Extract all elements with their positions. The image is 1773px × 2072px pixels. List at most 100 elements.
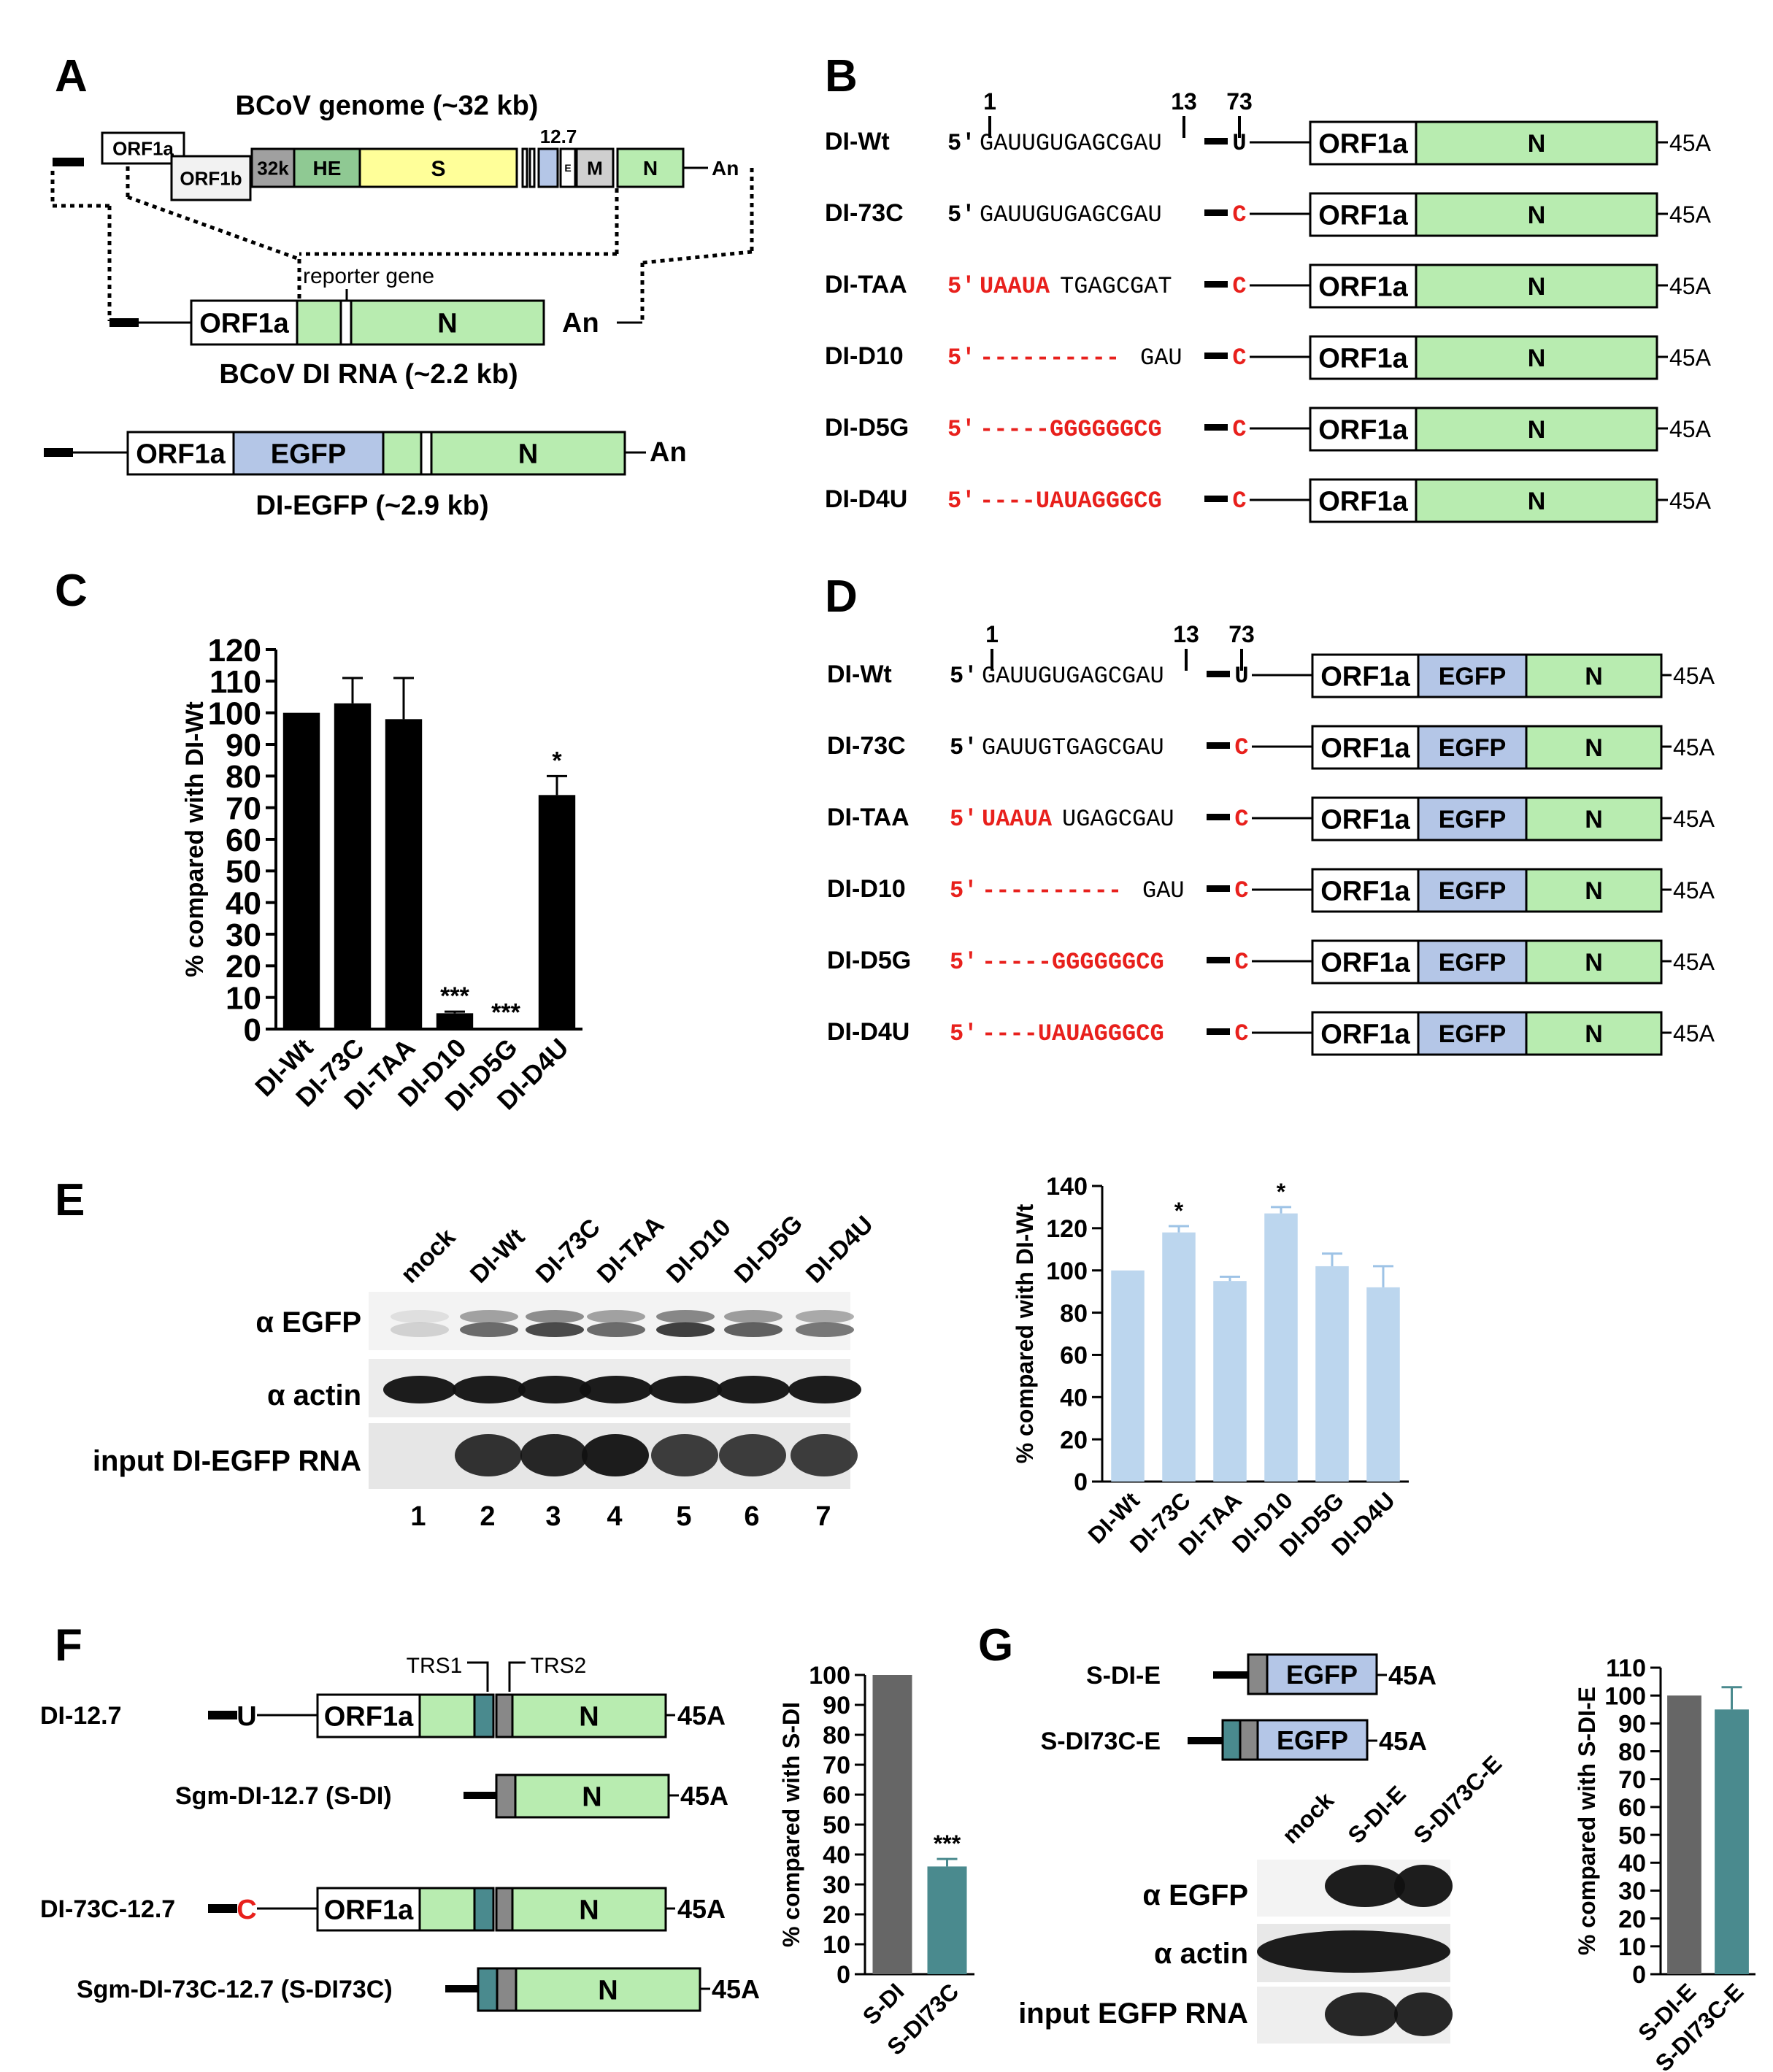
- panel-letter-c: C: [55, 566, 88, 616]
- panel-d-row-45a-0: 45A: [1673, 663, 1715, 689]
- chart-g-ytick-label-60: 60: [1618, 1794, 1646, 1822]
- panel-b-row-n73-5: C: [1232, 488, 1246, 515]
- panel-d-row-orf1a-4-label: ORF1a: [1320, 948, 1410, 979]
- blot-e-actin-band-5: [717, 1376, 790, 1403]
- di-rna-an: An: [562, 308, 599, 339]
- chart-c-ylabel: % compared with DI-Wt: [181, 701, 209, 977]
- f-row-name-2: DI-73C-12.7: [40, 1895, 175, 1923]
- f-row-n-3-box: [515, 1967, 701, 2012]
- panel-b-pos-13: 13: [1171, 88, 1197, 115]
- panel-b-pos-73: 73: [1226, 88, 1253, 115]
- panel-d-row-orf1a-3-box: [1311, 868, 1420, 913]
- di-egfp-n-label: N: [518, 439, 538, 470]
- blot-e-actin-band-2: [518, 1376, 591, 1403]
- panel-b-row-orf1a-4-box: [1309, 407, 1418, 452]
- chart-e-ytick-label-80: 80: [1060, 1300, 1088, 1328]
- f-row-name-3: Sgm-DI-73C-12.7 (S-DI73C): [77, 1976, 393, 2003]
- panel-d-pos-1: 1: [985, 621, 999, 647]
- chart-f-ytick-label-0: 0: [836, 1961, 850, 1989]
- chart-c-ytick-label-20: 20: [226, 949, 261, 985]
- panel-letter-f: F: [55, 1620, 82, 1671]
- f-row-lead-0: U: [236, 1701, 256, 1732]
- blot-e-row-2: input DI-EGFP RNA: [93, 1445, 361, 1477]
- di-egfp-tick: [420, 431, 433, 476]
- panel-d-row-n-2-label: N: [1585, 806, 1603, 833]
- chart-e-ylabel: % compared with DI-Wt: [1012, 1203, 1038, 1463]
- f-row-n-3-label: N: [598, 1976, 618, 2006]
- genome-title: BCoV genome (~32 kb): [236, 90, 539, 121]
- panel-letter-a: A: [55, 51, 88, 101]
- panel-d-row-red-3: ----------: [982, 877, 1122, 904]
- chart-g-ytick-label-100: 100: [1604, 1682, 1646, 1710]
- g-lane-1: S-DI-E: [1342, 1781, 1410, 1849]
- blot-e-row-1: α actin: [267, 1379, 361, 1411]
- panel-d-row-45a-2: 45A: [1673, 806, 1715, 832]
- f-row-name-0: DI-12.7: [40, 1702, 122, 1730]
- panel-b-row-n-1-label: N: [1528, 201, 1546, 229]
- panel-b-row-name-4: DI-D5G: [825, 414, 909, 442]
- blot-e-row-0: α EGFP: [255, 1306, 361, 1339]
- chart-c-ytick-label-110: 110: [209, 664, 261, 700]
- f-row-trs2-1: [495, 1773, 517, 1819]
- f-row-lead-2: C: [236, 1895, 256, 1925]
- panel-b-row-name-1: DI-73C: [825, 199, 904, 227]
- blot-e-egfp-band-upper-0: [391, 1310, 449, 1323]
- panel-b-row-red-2: UAAUA: [980, 273, 1050, 300]
- chart-f-bar-0: [872, 1675, 912, 1974]
- di-rna-green: [296, 299, 342, 346]
- panel-b-row-n-0-box: [1415, 120, 1658, 166]
- blot-e-rna-band-5: [719, 1434, 786, 1476]
- f-row-orf1a-2-box: [316, 1887, 421, 1932]
- gene-he-label: HE: [313, 157, 342, 180]
- panel-b-row-n73-3: C: [1232, 344, 1246, 371]
- blot-e-lane-1: DI-Wt: [465, 1223, 531, 1289]
- panel-b-row-n-5-label: N: [1528, 488, 1546, 515]
- panel-b-row-45a-1: 45A: [1669, 201, 1712, 228]
- g-blot-row-0: α EGFP: [1142, 1879, 1248, 1911]
- panel-b-row-name-0: DI-Wt: [825, 128, 890, 155]
- panel-d-row-prefix-3: 5′: [950, 877, 977, 904]
- panel-b-row-n-0-label: N: [1528, 130, 1546, 158]
- panel-d-row-egfp-1-box: [1417, 725, 1528, 770]
- panel-b-row-orf1a-3-label: ORF1a: [1318, 344, 1408, 374]
- panel-b-row-name-2: DI-TAA: [825, 271, 907, 299]
- panel-d-row-n73-3: C: [1234, 877, 1248, 904]
- gene-s-label: S: [431, 157, 445, 181]
- panel-b-row-orf1a-1-label: ORF1a: [1318, 201, 1408, 231]
- chart-e-bar-4: [1315, 1266, 1349, 1482]
- f-row-trs2-0: [495, 1693, 514, 1738]
- g-row-egfp-0-box: [1266, 1653, 1378, 1695]
- chart-g-ytick-label-70: 70: [1618, 1766, 1646, 1794]
- panel-b-row-gap-1: [1204, 209, 1228, 216]
- gene-e-box: [559, 147, 577, 188]
- blot-e-lane-5: DI-D5G: [729, 1209, 808, 1288]
- panel-b-row-orf1a-1-box: [1309, 192, 1418, 237]
- gene-m-box: [575, 147, 615, 188]
- di-rna-title: BCoV DI RNA (~2.2 kb): [219, 359, 518, 390]
- di-rna-n-box: [350, 299, 545, 346]
- di-egfp-title: DI-EGFP (~2.9 kb): [255, 490, 488, 521]
- panel-d-row-n73-5: C: [1234, 1020, 1248, 1047]
- gene-orf1b-box: [170, 155, 252, 201]
- panel-b-row-gap-4: [1204, 424, 1228, 431]
- chart-c-bar-5: [538, 795, 576, 1029]
- blot-e-egfp-band-upper-2: [526, 1310, 584, 1323]
- f-trs2-bracket: [508, 1661, 526, 1692]
- panel-d-row-black-0: GAUUGUGAGCGAU: [982, 663, 1164, 690]
- panel-b-row-orf1a-4-label: ORF1a: [1318, 415, 1408, 446]
- blot-e-egfp-band-3: [587, 1322, 645, 1337]
- chart-g-ytick-label-110: 110: [1606, 1655, 1646, 1682]
- panel-d-row-n-1-label: N: [1585, 734, 1603, 762]
- panel-d-row-gap-0: [1207, 671, 1230, 677]
- chart-e-bar-1: [1162, 1232, 1196, 1482]
- di-egfp-green: [382, 431, 423, 476]
- panel-d-row-prefix-2: 5′: [950, 806, 977, 833]
- panel-b-row-gap-2: [1204, 281, 1228, 288]
- panel-b-row-gap-0: [1204, 138, 1228, 145]
- panel-b-row-n73-1: C: [1232, 201, 1246, 228]
- blot-e-num-1: 2: [480, 1501, 495, 1532]
- panel-b-row-n-4-label: N: [1528, 416, 1546, 444]
- panel-d-row-n-2-box: [1525, 796, 1663, 841]
- chart-c-bar-2: [385, 719, 423, 1029]
